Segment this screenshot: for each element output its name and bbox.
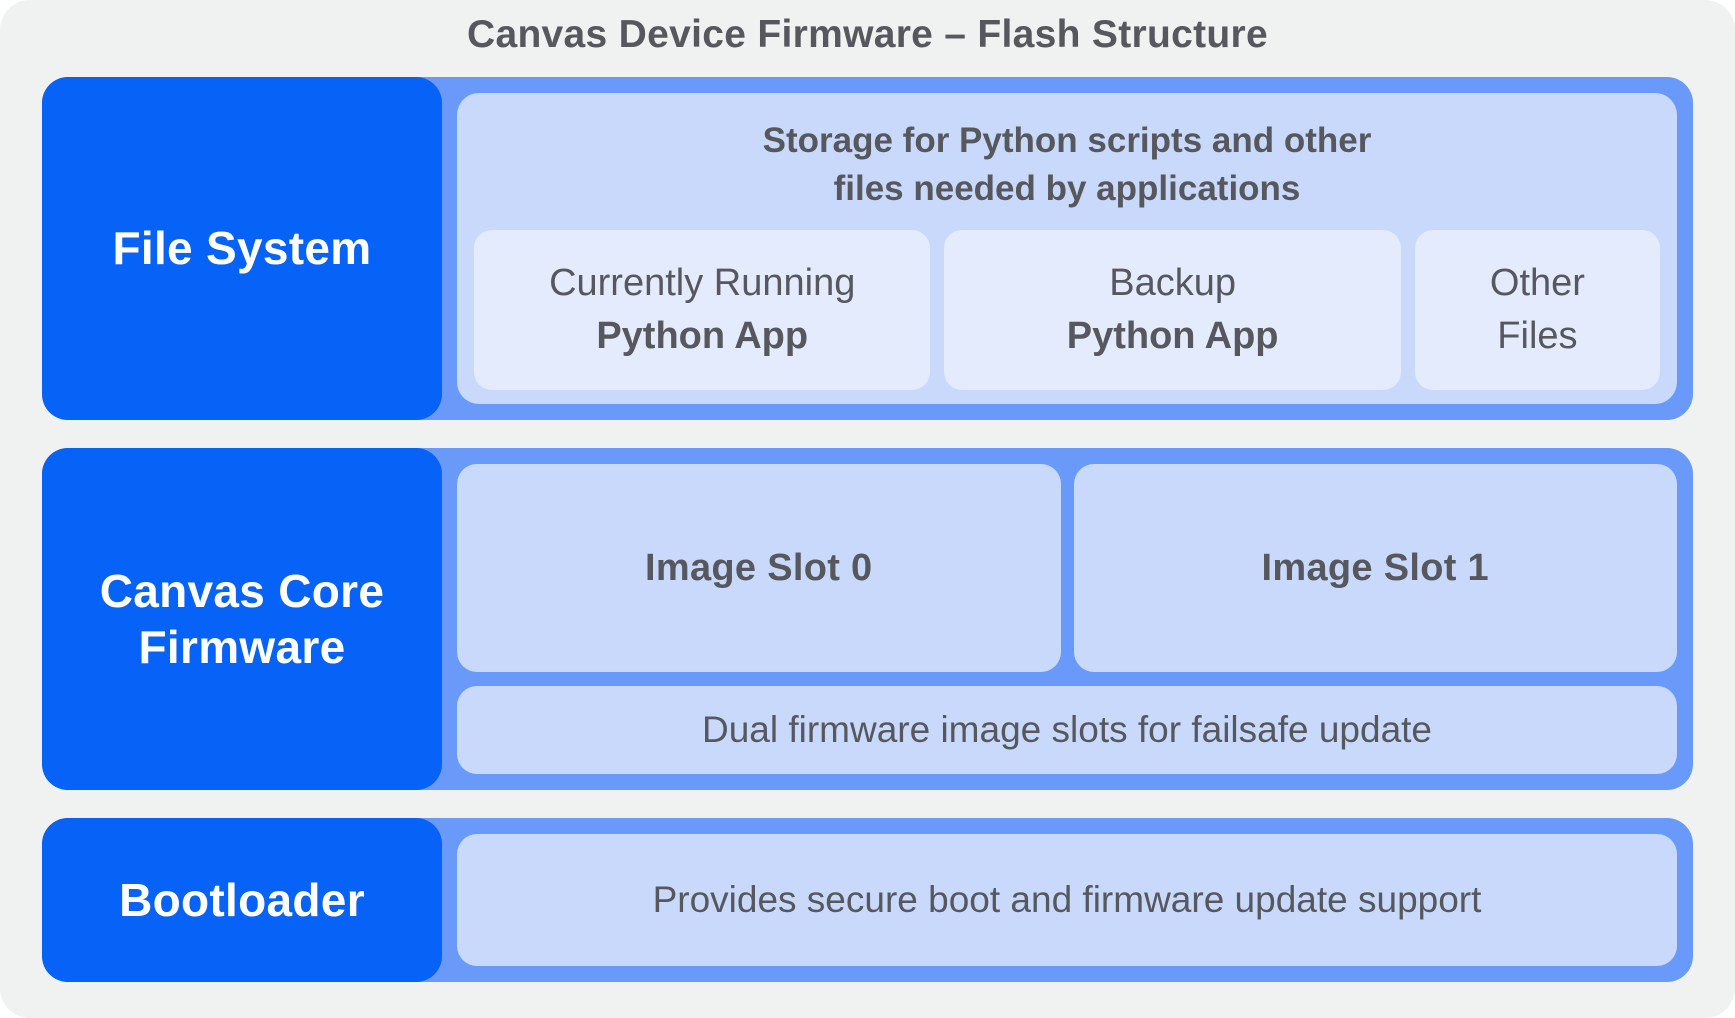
bootloader-content-area: Provides secure boot and firmware update… — [457, 834, 1677, 966]
file-system-boxes: Currently Running Python App Backup Pyth… — [474, 230, 1660, 390]
box-line-2: Files — [1497, 315, 1578, 357]
image-slot-1: Image Slot 1 — [1073, 464, 1677, 673]
canvas-core-firmware-label: Canvas Core Firmware — [42, 448, 442, 790]
bootloader-caption: Provides secure boot and firmware update… — [457, 834, 1677, 966]
file-system-content-area: Storage for Python scripts and other fil… — [457, 93, 1677, 404]
box-line-1: Currently Running — [549, 261, 856, 304]
rows-container: File System Storage for Python scripts a… — [42, 77, 1693, 982]
file-system-label: File System — [42, 77, 442, 420]
file-system-heading-line-2: files needed by applications — [833, 169, 1301, 209]
dual-slot-caption: Dual firmware image slots for failsafe u… — [457, 686, 1677, 774]
bootloader-label: Bootloader — [42, 818, 442, 982]
image-slots: Image Slot 0 Image Slot 1 — [457, 464, 1677, 673]
row-file-system: File System Storage for Python scripts a… — [42, 77, 1693, 420]
diagram-title: Canvas Device Firmware – Flash Structure — [466, 13, 1268, 56]
canvas-core-content-area: Image Slot 0 Image Slot 1 Dual firmware … — [457, 464, 1677, 774]
box-line-2: Python App — [1066, 315, 1279, 357]
row-canvas-core-firmware: Canvas Core Firmware Image Slot 0 Image … — [42, 448, 1693, 790]
image-slot-0: Image Slot 0 — [457, 464, 1061, 673]
file-system-heading-line-1: Storage for Python scripts and other — [762, 121, 1372, 160]
box-line-1: Other — [1489, 261, 1585, 304]
box-other-files: Other Files — [1414, 230, 1660, 390]
box-backup-python-app: Backup Python App — [944, 230, 1401, 390]
file-system-heading: Storage for Python scripts and other fil… — [457, 93, 1677, 214]
row-bootloader: Bootloader Provides secure boot and firm… — [42, 818, 1693, 982]
file-system-content-box: Storage for Python scripts and other fil… — [457, 93, 1677, 404]
box-currently-running-python-app: Currently Running Python App — [474, 230, 931, 390]
box-line-2: Python App — [596, 315, 809, 357]
box-line-1: Backup — [1109, 261, 1236, 304]
